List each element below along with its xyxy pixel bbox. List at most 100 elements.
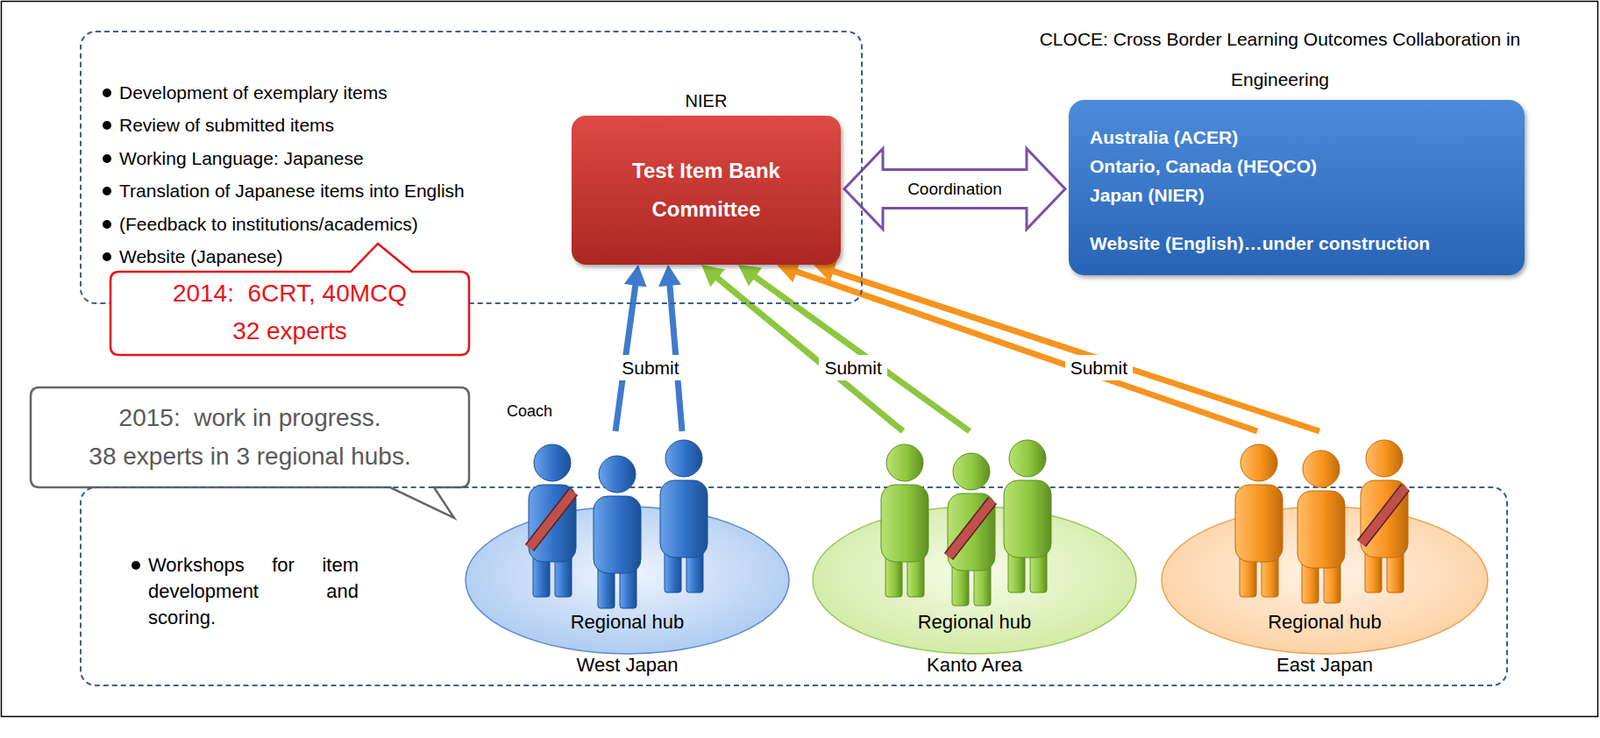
svg-rect [528, 484, 576, 562]
person-figure [660, 440, 708, 593]
svg-rect [660, 480, 708, 558]
box-line: Australia (ACER) [1089, 122, 1515, 152]
committee-node: NIER Test Item Bank Committee [571, 89, 841, 265]
box-line: Website (English)…under construction [1089, 228, 1515, 258]
bullet-dot [131, 561, 141, 570]
coach-sash [1361, 487, 1406, 544]
box-title: Test Item Bank Committee [610, 151, 804, 229]
bullet-text: Development of exemplary items [119, 79, 388, 107]
svg-rect [1360, 480, 1408, 558]
connector [776, 261, 1258, 432]
bullet-dot [102, 88, 112, 98]
submit-line [832, 270, 1320, 432]
svg-rect [947, 493, 996, 571]
hub-illustration [463, 431, 791, 682]
hub-label: Regional hub [463, 611, 791, 634]
connector [844, 149, 1066, 230]
bullet-dot [102, 186, 112, 196]
svg-circle [665, 440, 703, 477]
person-figure [593, 455, 641, 609]
edge-label: Coordination [902, 177, 1008, 201]
hub-node: Regional hubEast Japan [1159, 431, 1490, 682]
callout-text: 2014: 6CRT, 40MCQ [110, 276, 470, 312]
node-heading: NIER [571, 89, 841, 113]
svg-circle [952, 453, 990, 491]
svg-rect [881, 484, 929, 562]
bullet-dot [102, 120, 112, 130]
arrow-head [738, 264, 762, 287]
hub-illustration [810, 431, 1138, 682]
submit-line [753, 276, 970, 432]
svg-rect [1003, 480, 1052, 558]
hub-node: Regional hubWest Japan [463, 431, 791, 682]
hub-name: West Japan [463, 654, 791, 677]
edge-label: Submit [818, 355, 887, 381]
person-figure [528, 444, 576, 598]
bullet-text: Translation of Japanese items into Engli… [119, 177, 465, 205]
edge-label: Submit [1065, 355, 1133, 381]
coach-sash [948, 500, 993, 557]
connector [701, 264, 904, 432]
bullet-text: (Feedback to institutions/academics) [119, 211, 419, 238]
region-node: Workshops for item development and scori… [79, 486, 1508, 687]
frame-border [1, 1, 1599, 718]
coach-sash [948, 500, 993, 557]
connector [813, 260, 1320, 432]
arrow-head [624, 264, 648, 288]
svg-circle [1009, 440, 1046, 477]
callout-node: 2014: 6CRT, 40MCQ32 experts [110, 271, 470, 356]
hub-node: Regional hubKanto Area [810, 431, 1138, 682]
connector [658, 264, 683, 432]
svg-circle [886, 444, 924, 482]
hub-name: Kanto Area [810, 654, 1138, 677]
person-figure [1360, 440, 1408, 593]
bullet-dot [102, 220, 112, 229]
person-figure [1297, 450, 1345, 604]
node-heading: CLOCE: Cross Border Learning Outcomes Co… [990, 19, 1570, 100]
box-line: Japan (NIER) [1089, 180, 1515, 210]
edge-label: Submit [616, 355, 684, 381]
coach-sash [529, 491, 574, 548]
figure-label: Coach [506, 401, 553, 421]
cloce-node: CLOCE: Cross Border Learning Outcomes Co… [999, 19, 1526, 276]
svg-circle [533, 444, 571, 482]
svg-rect [1235, 484, 1283, 562]
hub-name: East Japan [1159, 654, 1490, 677]
hub-illustration [1159, 431, 1490, 682]
list-node: Development of exemplary itemsReview of … [79, 30, 863, 305]
callout-text: 2015: work in progress. [30, 398, 470, 438]
bullet-text: Working Language: Japanese [119, 145, 364, 172]
svg-circle [1302, 450, 1340, 488]
person-figure [1235, 444, 1283, 598]
person-figure [947, 453, 996, 606]
coach-sash [1361, 487, 1406, 544]
svg-circle [598, 455, 636, 493]
coach-sash [529, 491, 574, 548]
callout-text: 38 experts in 3 regional hubs. [30, 437, 470, 477]
bullet-text: Website (Japanese) [119, 243, 283, 271]
bullet-dot [102, 252, 112, 262]
connector [615, 264, 648, 432]
svg-rect [593, 496, 641, 574]
callout-node: 2015: work in progress.38 experts in 3 r… [30, 387, 470, 488]
person-figure [881, 444, 929, 598]
submit-line [795, 270, 1258, 432]
committee-box: Test Item Bank Committee [571, 115, 841, 265]
hub-label: Regional hub [810, 611, 1138, 634]
partner-box: Australia (ACER)Ontario, Canada (HEQCO)J… [1068, 99, 1525, 276]
callout-text: 32 experts [110, 313, 470, 349]
hub-label: Regional hub [1159, 611, 1490, 634]
bullet-dot [102, 154, 112, 164]
callout-shape [30, 387, 470, 488]
svg-circle [1365, 440, 1403, 477]
bullet-text: Review of submitted items [119, 112, 335, 139]
bullet-text: Workshops for item development and scori… [148, 552, 359, 632]
person-figure [1003, 440, 1052, 593]
callout-outline [110, 243, 470, 356]
svg-circle [1240, 444, 1278, 482]
double-arrow [844, 149, 1066, 230]
arrow-head [658, 264, 682, 287]
svg-rect [1297, 490, 1345, 569]
arrow-head [701, 264, 726, 287]
